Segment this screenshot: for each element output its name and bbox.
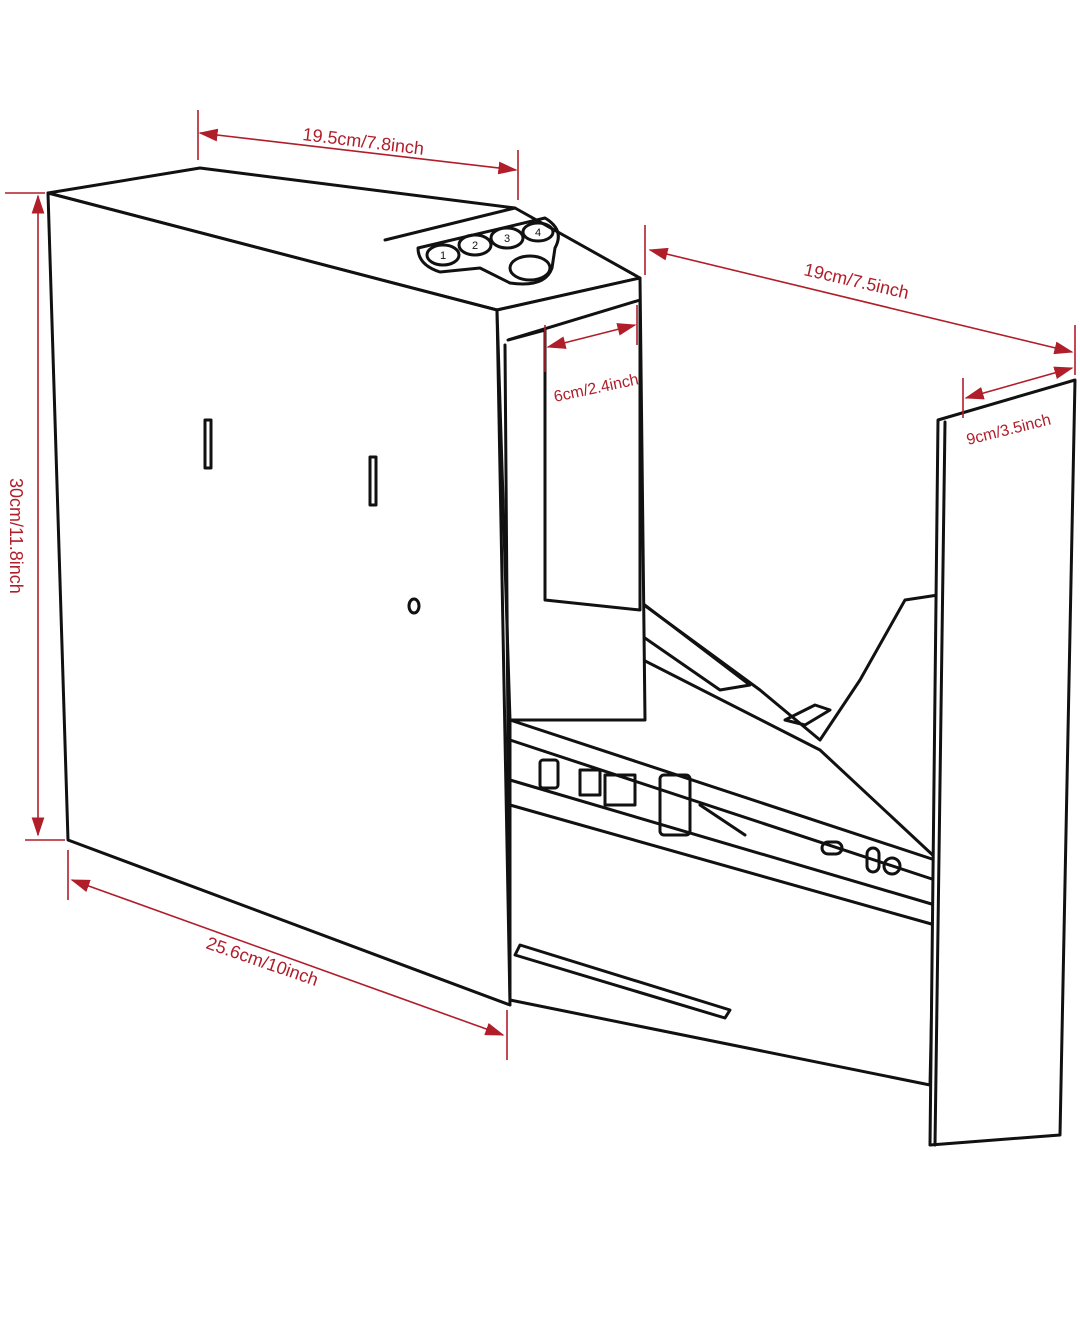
key-label: 2 (472, 240, 478, 252)
front-face (46, 191, 512, 1007)
keypad: 1 2 3 4 (416, 216, 560, 286)
key-label: 3 (504, 233, 510, 245)
dimension-drawer-depth: 19cm/7.5inch (802, 259, 911, 303)
keypad-button-3[interactable] (489, 226, 525, 250)
keypad-button-2[interactable] (457, 233, 493, 257)
key-label: 1 (440, 250, 446, 262)
dimension-length: 25.6cm/10inch (204, 933, 321, 990)
dimension-top-width: 19.5cm/7.8inch (302, 124, 426, 159)
fingerprint-button[interactable] (508, 254, 552, 282)
key-label: 4 (535, 227, 541, 239)
drawer-front-panel (928, 378, 1077, 1147)
safe-body (46, 166, 647, 1007)
dimension-height: 30cm/11.8inch (6, 478, 26, 594)
drawer-slide-rail (538, 758, 902, 876)
keypad-button-4[interactable] (521, 221, 555, 243)
keypad-button-1[interactable] (425, 243, 461, 267)
dimension-lines (5, 110, 1076, 1060)
